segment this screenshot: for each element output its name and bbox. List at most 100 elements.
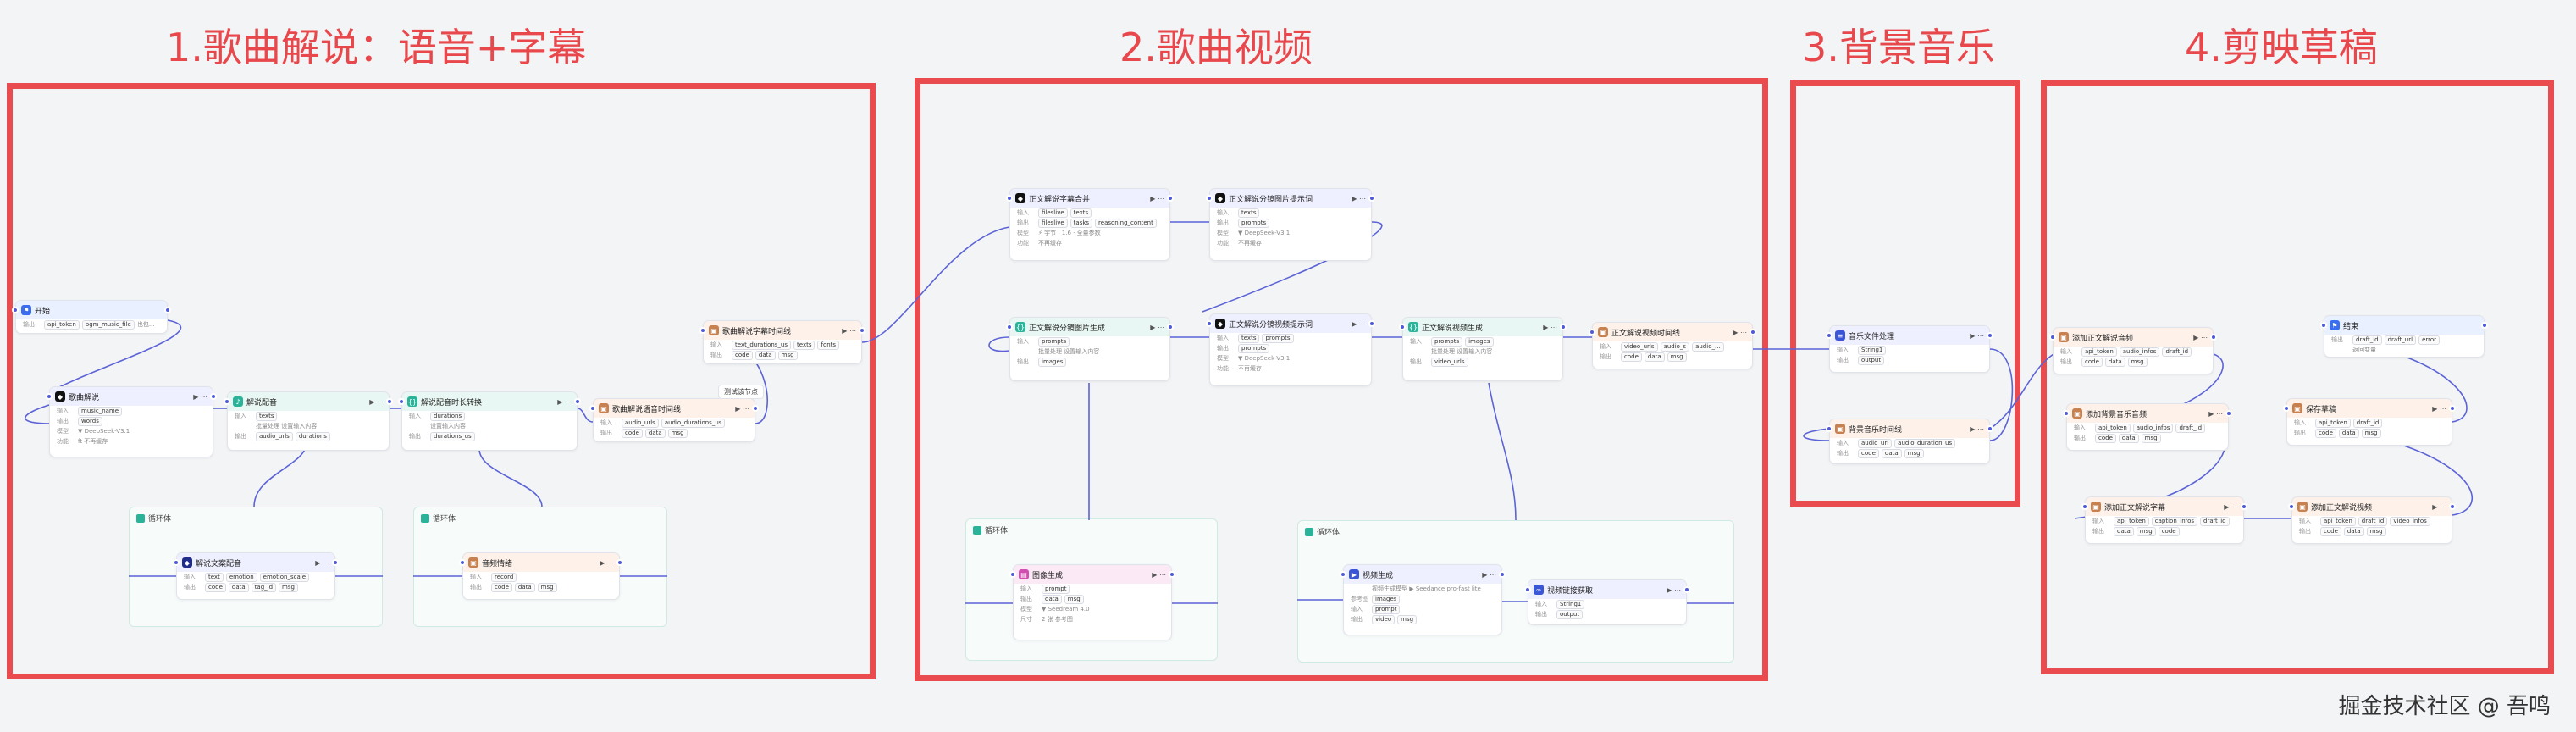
output-port[interactable] [1683, 586, 1690, 593]
node-run-menu-button[interactable]: ▶ ⋯ [1152, 570, 1166, 579]
node-header[interactable]: ▣歌曲解说语音时间线▶ ⋯ [594, 399, 755, 418]
node-header[interactable]: ▣歌曲解说字幕时间线▶ ⋯ [704, 321, 861, 340]
input-port[interactable] [1399, 324, 1406, 330]
node-header[interactable]: ⚑开始 [16, 301, 167, 319]
output-port[interactable] [2210, 334, 2217, 341]
input-port[interactable] [2063, 410, 2070, 417]
input-port[interactable] [12, 307, 19, 313]
input-port[interactable] [2049, 334, 2056, 341]
node-run-menu-button[interactable]: ▶ ⋯ [557, 397, 572, 406]
input-port[interactable] [589, 405, 596, 412]
input-port[interactable] [1826, 425, 1832, 432]
node-header[interactable]: ◆正文解说字幕合并▶ ⋯ [1010, 189, 1169, 208]
node-header[interactable]: ▣添加正文解说字幕▶ ⋯ [2086, 497, 2243, 516]
input-port[interactable] [398, 398, 405, 405]
node-run-menu-button[interactable]: ▶ ⋯ [1543, 323, 1557, 331]
output-port[interactable] [1169, 571, 1175, 578]
node-run-menu-button[interactable]: ▶ ⋯ [842, 326, 856, 335]
output-port[interactable] [332, 559, 339, 566]
node-header[interactable]: ▣添加背景音乐音频▶ ⋯ [2067, 404, 2228, 423]
output-port[interactable] [2449, 503, 2456, 510]
node-header[interactable]: ⚑结束 [2324, 316, 2484, 335]
output-port[interactable] [1987, 332, 1993, 339]
output-port[interactable] [2449, 405, 2456, 412]
node-run-menu-button[interactable]: ▶ ⋯ [1482, 570, 1496, 579]
node-header[interactable]: ◆歌曲解说▶ ⋯ [50, 387, 213, 406]
node-run-menu-button[interactable]: ▶ ⋯ [2224, 502, 2238, 511]
input-port[interactable] [699, 327, 706, 334]
node-header[interactable]: ♪解说配音▶ ⋯ [228, 392, 389, 411]
output-port[interactable] [574, 398, 581, 405]
output-port[interactable] [1499, 571, 1506, 578]
input-port[interactable] [459, 559, 466, 566]
output-port[interactable] [210, 393, 217, 400]
node-run-menu-button[interactable]: ▶ ⋯ [1667, 585, 1681, 594]
node-header[interactable]: {}正文解说视频生成▶ ⋯ [1403, 318, 1562, 336]
node-run-menu-button[interactable]: ▶ ⋯ [369, 397, 384, 406]
input-port[interactable] [2320, 322, 2327, 329]
input-port[interactable] [1589, 329, 1595, 336]
output-port[interactable] [859, 327, 865, 334]
node-run-menu-button[interactable]: ▶ ⋯ [1352, 319, 1366, 328]
node-run-menu-button[interactable]: ▶ ⋯ [193, 392, 207, 401]
node-run-menu-button[interactable]: ▶ ⋯ [2208, 409, 2223, 418]
input-port[interactable] [1009, 571, 1016, 578]
input-port[interactable] [1826, 332, 1832, 339]
output-port[interactable] [386, 398, 393, 405]
node-run-menu-button[interactable]: ▶ ⋯ [1970, 424, 1984, 433]
node-run-menu-button[interactable]: ▶ ⋯ [2432, 404, 2446, 413]
node-run-menu-button[interactable]: ▶ ⋯ [1352, 194, 1366, 202]
output-port[interactable] [1167, 195, 1174, 202]
node-header[interactable]: {}解说配音时长转换▶ ⋯ [402, 392, 577, 411]
node-run-menu-button[interactable]: ▶ ⋯ [1150, 194, 1164, 202]
output-port[interactable] [1750, 329, 1756, 336]
output-port[interactable] [2225, 410, 2232, 417]
output-port[interactable] [616, 559, 623, 566]
input-port[interactable] [46, 393, 53, 400]
input-port[interactable] [224, 398, 230, 405]
input-port[interactable] [1006, 324, 1013, 330]
node-run-menu-button[interactable]: ▶ ⋯ [600, 558, 614, 567]
node-header[interactable]: ▣音频情绪▶ ⋯ [463, 553, 619, 572]
node-header[interactable]: ▣保存草稿▶ ⋯ [2287, 399, 2452, 418]
output-port[interactable] [2241, 503, 2247, 510]
input-port[interactable] [1340, 571, 1346, 578]
node-run-menu-button[interactable]: ▶ ⋯ [735, 404, 749, 413]
input-port[interactable] [2288, 503, 2295, 510]
node-header[interactable]: {}正文解说分镜图片生成▶ ⋯ [1010, 318, 1169, 336]
input-port[interactable] [1006, 195, 1013, 202]
node-header[interactable]: ◆解说文案配音▶ ⋯ [177, 553, 334, 572]
node-run-menu-button[interactable]: ▶ ⋯ [2193, 333, 2208, 341]
node-header[interactable]: ◆正文解说分镜图片提示词▶ ⋯ [1210, 189, 1371, 208]
node-header[interactable]: ∞视频链接获取▶ ⋯ [1528, 580, 1686, 599]
node-run-menu-button[interactable]: ▶ ⋯ [1733, 328, 1747, 336]
input-port[interactable] [173, 559, 180, 566]
input-port[interactable] [2283, 405, 2290, 412]
node-header[interactable]: ◆正文解说分镜视频提示词▶ ⋯ [1210, 314, 1371, 333]
output-port[interactable] [1560, 324, 1567, 330]
node-run-menu-button[interactable]: ▶ ⋯ [1150, 323, 1164, 331]
node-run-menu-button[interactable]: ▶ ⋯ [2432, 502, 2446, 511]
node-run-menu-button[interactable]: ▶ ⋯ [315, 558, 329, 567]
output-port[interactable] [2481, 322, 2488, 329]
node-header[interactable]: ▣背景音乐时间线▶ ⋯ [1830, 419, 1989, 438]
